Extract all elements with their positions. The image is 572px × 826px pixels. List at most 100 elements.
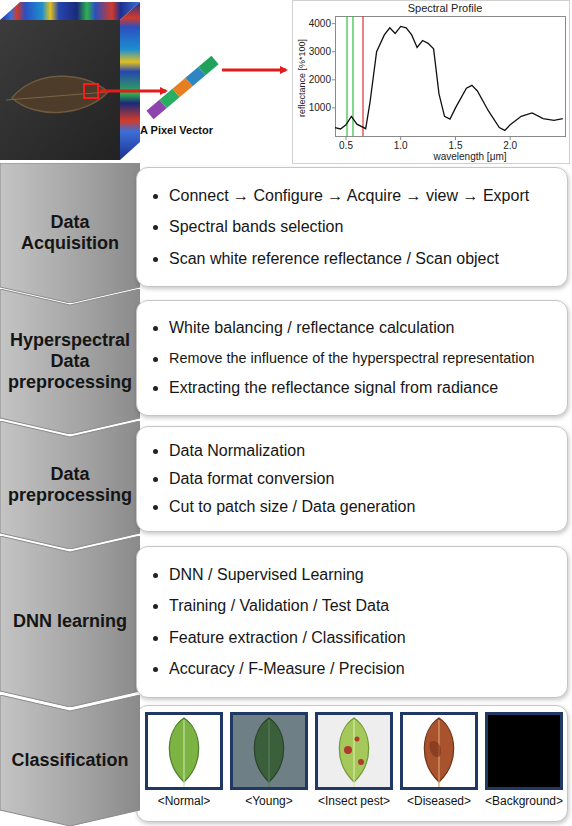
band-marker [346,16,347,136]
chevron-text-area: Hyperspectral Data preprocessing [0,289,140,434]
plot-title: Spectral Profile [408,2,483,15]
bullet-dot [153,604,158,609]
bullet-row: Cut to patch size / Data generation [153,497,559,517]
class-label: <Insect pest> [312,794,396,809]
stage-title: DNN learning [6,611,134,632]
bullet-row: Accuracy / F-Measure / Precision [153,659,559,679]
bullet-text: Scan white reference reflectance / Scan … [169,249,499,269]
stage-chevron: Data preprocessing [0,421,140,549]
pest-spot [358,759,364,765]
pixel-vector-segment [150,104,163,115]
class-label: <Normal> [142,794,226,809]
class-image: <Diseased> [397,712,481,812]
bullet-text: White balancing / reflectance calculatio… [169,318,455,338]
bullet-row: Remove the influence of the hyperspectra… [153,349,559,367]
chevron-outline [0,163,140,303]
class-label: <Diseased> [397,794,481,809]
pixel-vector-segment [176,82,189,93]
step-list-box: DNN / Supervised LearningTraining / Vali… [136,546,568,698]
bullet-text: Remove the influence of the hyperspectra… [169,349,535,367]
class-label: <Young> [227,794,311,809]
image-ground [400,712,478,790]
leaf-midrib [353,720,354,787]
bullet-text: DNN / Supervised Learning [169,565,364,585]
bullet-dot [153,636,158,641]
chevron-text-area: Data Acquisition [0,163,140,303]
class-label: <Background> [482,794,566,809]
bullet-text: Spectral bands selection [169,217,343,237]
step-list-box: Data NormalizationData format conversion… [136,426,568,532]
image-frame [487,714,562,789]
bullet-text: Cut to patch size / Data generation [169,497,415,517]
stage-chevron: Data Acquisition [0,163,140,303]
axis-ticks [332,24,510,140]
axis-label: 3000 [309,46,331,58]
chevron-outline [0,289,140,434]
cube-side-face [120,2,140,160]
chevron-outline [0,536,140,707]
bullet-text: Extracting the reflectance signal from r… [169,378,498,398]
bullet-dot [153,449,158,454]
pixel-vector-segment [189,71,202,82]
stage-title: Data preprocessing [6,464,134,506]
bullet-dot [153,386,158,391]
bullet-row: Scan white reference reflectance / Scan … [153,249,559,269]
disease-patch [430,741,441,757]
bullet-row: DNN / Supervised Learning [153,565,559,585]
leaf-midrib [268,720,269,787]
step-list-box: Connect → Configure → Acquire → view → E… [136,167,568,287]
spectral-curve [335,26,563,130]
chevron-text-area: Data preprocessing [0,421,140,549]
class-image: <Normal> [142,712,226,812]
axis-label: reflectance [%*100] [297,39,308,117]
bullet-text: Accuracy / F-Measure / Precision [169,659,405,679]
step-list-box: White balancing / reflectance calculatio… [136,300,568,416]
axis-label: 4000 [309,18,331,30]
pest-spot [344,746,352,754]
stage-title: Classification [6,750,134,771]
axis-label: 2000 [309,74,331,86]
leaf-picture [145,712,223,790]
bullet-text: Training / Validation / Test Data [169,596,389,616]
plot-axes [336,17,566,137]
bullet-row: Training / Validation / Test Data [153,596,559,616]
stage-title: Hyperspectral Data preprocessing [6,330,134,393]
pest-spot [355,737,360,742]
bullet-text: Connect → Configure → Acquire → view → E… [169,186,529,206]
image-frame [232,714,307,789]
leaf-picture [230,712,308,790]
bullet-dot [153,505,158,510]
image-frame [317,714,392,789]
pixel-marker [84,84,98,98]
leaf-picture [315,712,393,790]
class-image: <Young> [227,712,311,812]
vector-label: A Pixel Vector [140,124,213,137]
bullet-dot [153,194,158,199]
stage-title: Data Acquisition [6,212,134,254]
image-frame [147,714,222,789]
class-image: <Background> [482,712,566,812]
bullet-dot [153,667,158,672]
bullet-row: White balancing / reflectance calculatio… [153,318,559,338]
image-ground [145,712,223,790]
leaf-image [12,76,108,112]
stage-chevron: Hyperspectral Data preprocessing [0,289,140,434]
red-arrow [100,90,166,93]
image-ground [230,712,308,790]
leaf-picture [485,712,563,790]
bullet-dot [153,573,158,578]
leaf-picture [400,712,478,790]
bullet-row: Data Normalization [153,441,559,461]
bullet-row: Feature extraction / Classification [153,628,559,648]
bullet-row: Connect → Configure → Acquire → view → E… [153,186,559,206]
band-marker [362,16,363,136]
axis-label: 0.5 [339,140,353,152]
stage-chevron: DNN learning [0,536,140,707]
pixel-vector-segment [163,93,176,104]
axis-label: wavelength [μm] [433,151,506,163]
hyperspectral-illustration [0,0,572,166]
axis-label: 1000 [309,102,331,114]
bullet-dot [153,225,158,230]
image-frame [402,714,477,789]
